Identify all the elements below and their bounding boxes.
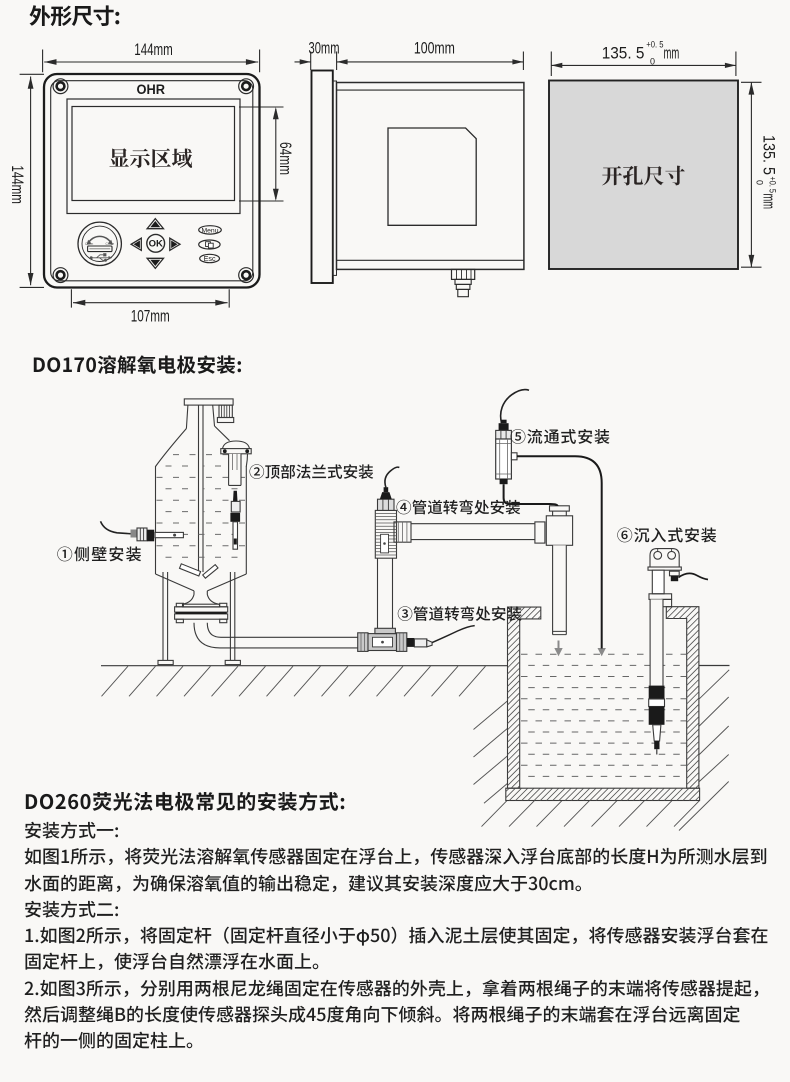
svg-text:Menu: Menu — [201, 227, 218, 234]
svg-text:mm: mm — [760, 194, 779, 210]
svg-text:100mm: 100mm — [414, 40, 455, 58]
svg-text:OK: OK — [149, 239, 163, 250]
svg-text:开孔尺寸: 开孔尺寸 — [602, 161, 686, 191]
svg-text:④管道转弯处安装: ④管道转弯处安装 — [396, 496, 521, 518]
svg-text:+0. 5: +0. 5 — [646, 40, 663, 50]
svg-text:mm: mm — [664, 43, 680, 62]
svg-text:显示区域: 显示区域 — [109, 143, 193, 173]
svg-text:⑥沉入式安装: ⑥沉入式安装 — [617, 522, 718, 546]
svg-text:⑤流通式安装: ⑤流通式安装 — [510, 424, 611, 448]
svg-text:0: 0 — [755, 180, 765, 185]
svg-text:Esc: Esc — [204, 254, 216, 263]
svg-text:144mm: 144mm — [8, 165, 26, 204]
svg-text:③管道转弯处安装: ③管道转弯处安装 — [397, 602, 522, 624]
svg-text:135. 5: 135. 5 — [760, 135, 779, 175]
svg-text:Close: Close — [106, 242, 115, 246]
svg-text:Open: Open — [85, 242, 93, 246]
svg-text:①侧壁安装: ①侧壁安装 — [57, 541, 143, 565]
svg-text:②顶部法兰式安装: ②顶部法兰式安装 — [249, 461, 374, 483]
svg-text:0: 0 — [650, 57, 655, 67]
svg-text:+0. 5: +0. 5 — [768, 177, 778, 194]
svg-text:64mm: 64mm — [276, 142, 294, 175]
svg-text:135. 5: 135. 5 — [602, 43, 645, 62]
svg-text:144mm: 144mm — [134, 41, 173, 59]
svg-text:OHR: OHR — [137, 82, 166, 97]
svg-text:30mm: 30mm — [309, 40, 340, 58]
svg-text:107mm: 107mm — [131, 308, 170, 326]
